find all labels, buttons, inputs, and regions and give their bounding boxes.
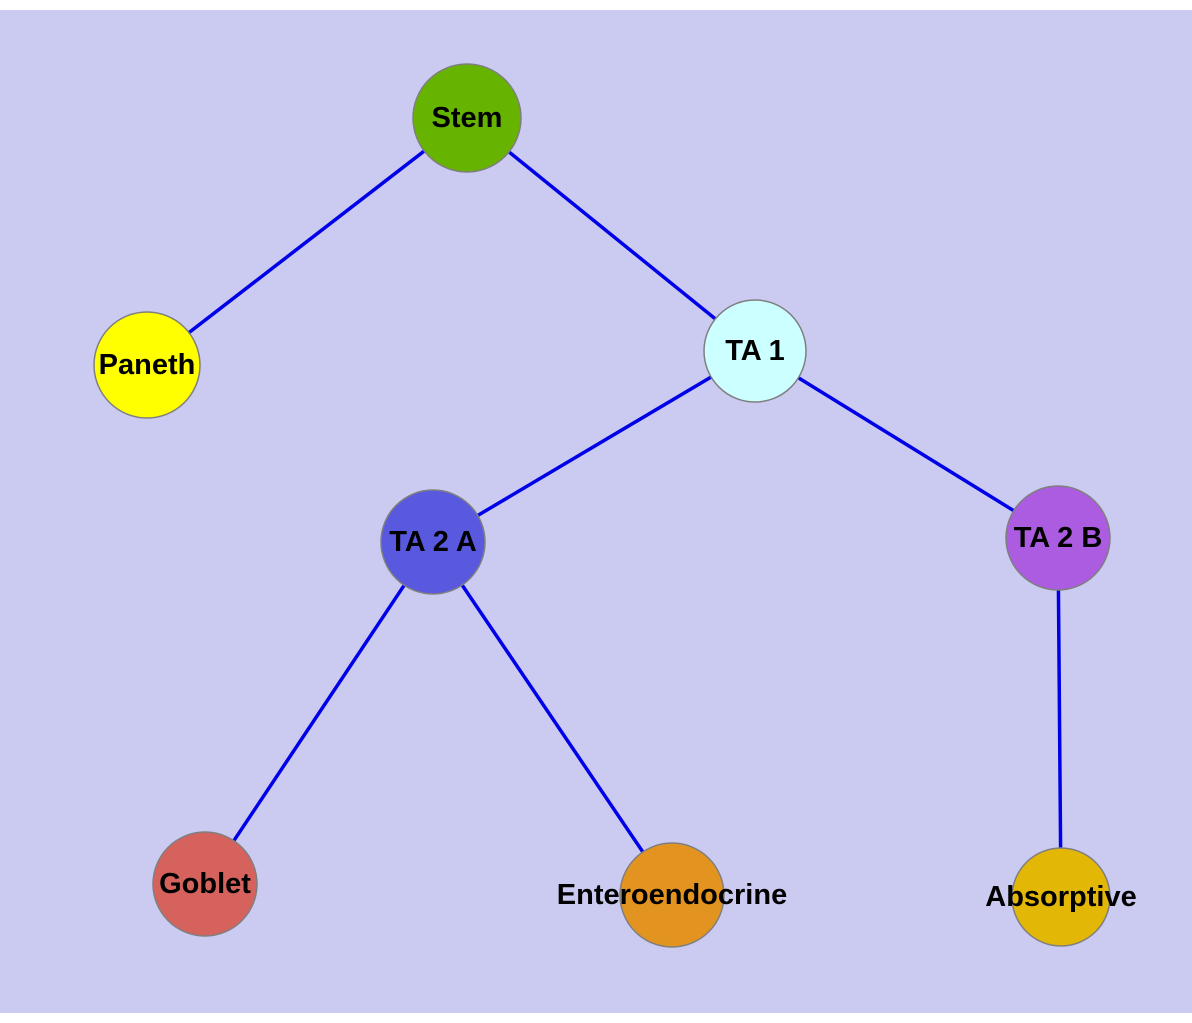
edge-stem-ta1[interactable]: [465, 116, 757, 353]
edge-ta2a-goblet[interactable]: [203, 541, 435, 885]
edge-ta2b-absorptive[interactable]: [1056, 537, 1063, 898]
node-goblet[interactable]: [152, 831, 258, 937]
edge-ta1-ta2a[interactable]: [432, 349, 756, 544]
node-ta2a[interactable]: [380, 489, 486, 595]
node-ta1[interactable]: [703, 299, 807, 403]
node-stem[interactable]: [412, 63, 522, 173]
node-enteroendocrine[interactable]: [619, 842, 725, 948]
edge-ta1-ta2b[interactable]: [754, 349, 1059, 540]
node-paneth[interactable]: [93, 311, 201, 419]
node-absorptive[interactable]: [1011, 847, 1111, 947]
edge-ta2a-enteroendocrine[interactable]: [431, 541, 674, 896]
node-ta2b[interactable]: [1005, 485, 1111, 591]
edge-stem-paneth[interactable]: [145, 116, 469, 367]
